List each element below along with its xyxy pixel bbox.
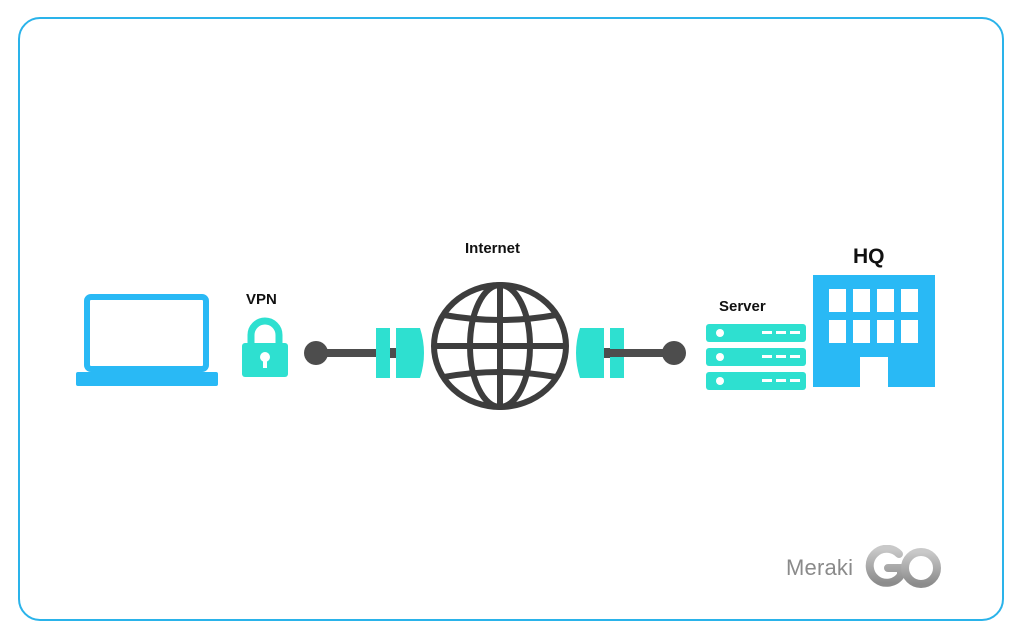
server-label: Server [719, 298, 766, 315]
hq-label: HQ [853, 245, 885, 268]
globe-icon [431, 282, 569, 410]
padlock-icon [242, 317, 288, 377]
left-tunnel-connector [376, 328, 424, 378]
building-icon [813, 275, 935, 387]
brand-wordmark: Meraki [786, 555, 854, 580]
server-rack-icon [706, 324, 806, 390]
left-cable [304, 341, 390, 365]
right-cable [610, 341, 686, 365]
internet-label: Internet [465, 240, 521, 257]
vpn-label: VPN [246, 291, 277, 308]
laptop-icon [76, 294, 218, 386]
go-logo-icon [865, 545, 942, 588]
meraki-go-logo: Meraki [786, 545, 943, 591]
